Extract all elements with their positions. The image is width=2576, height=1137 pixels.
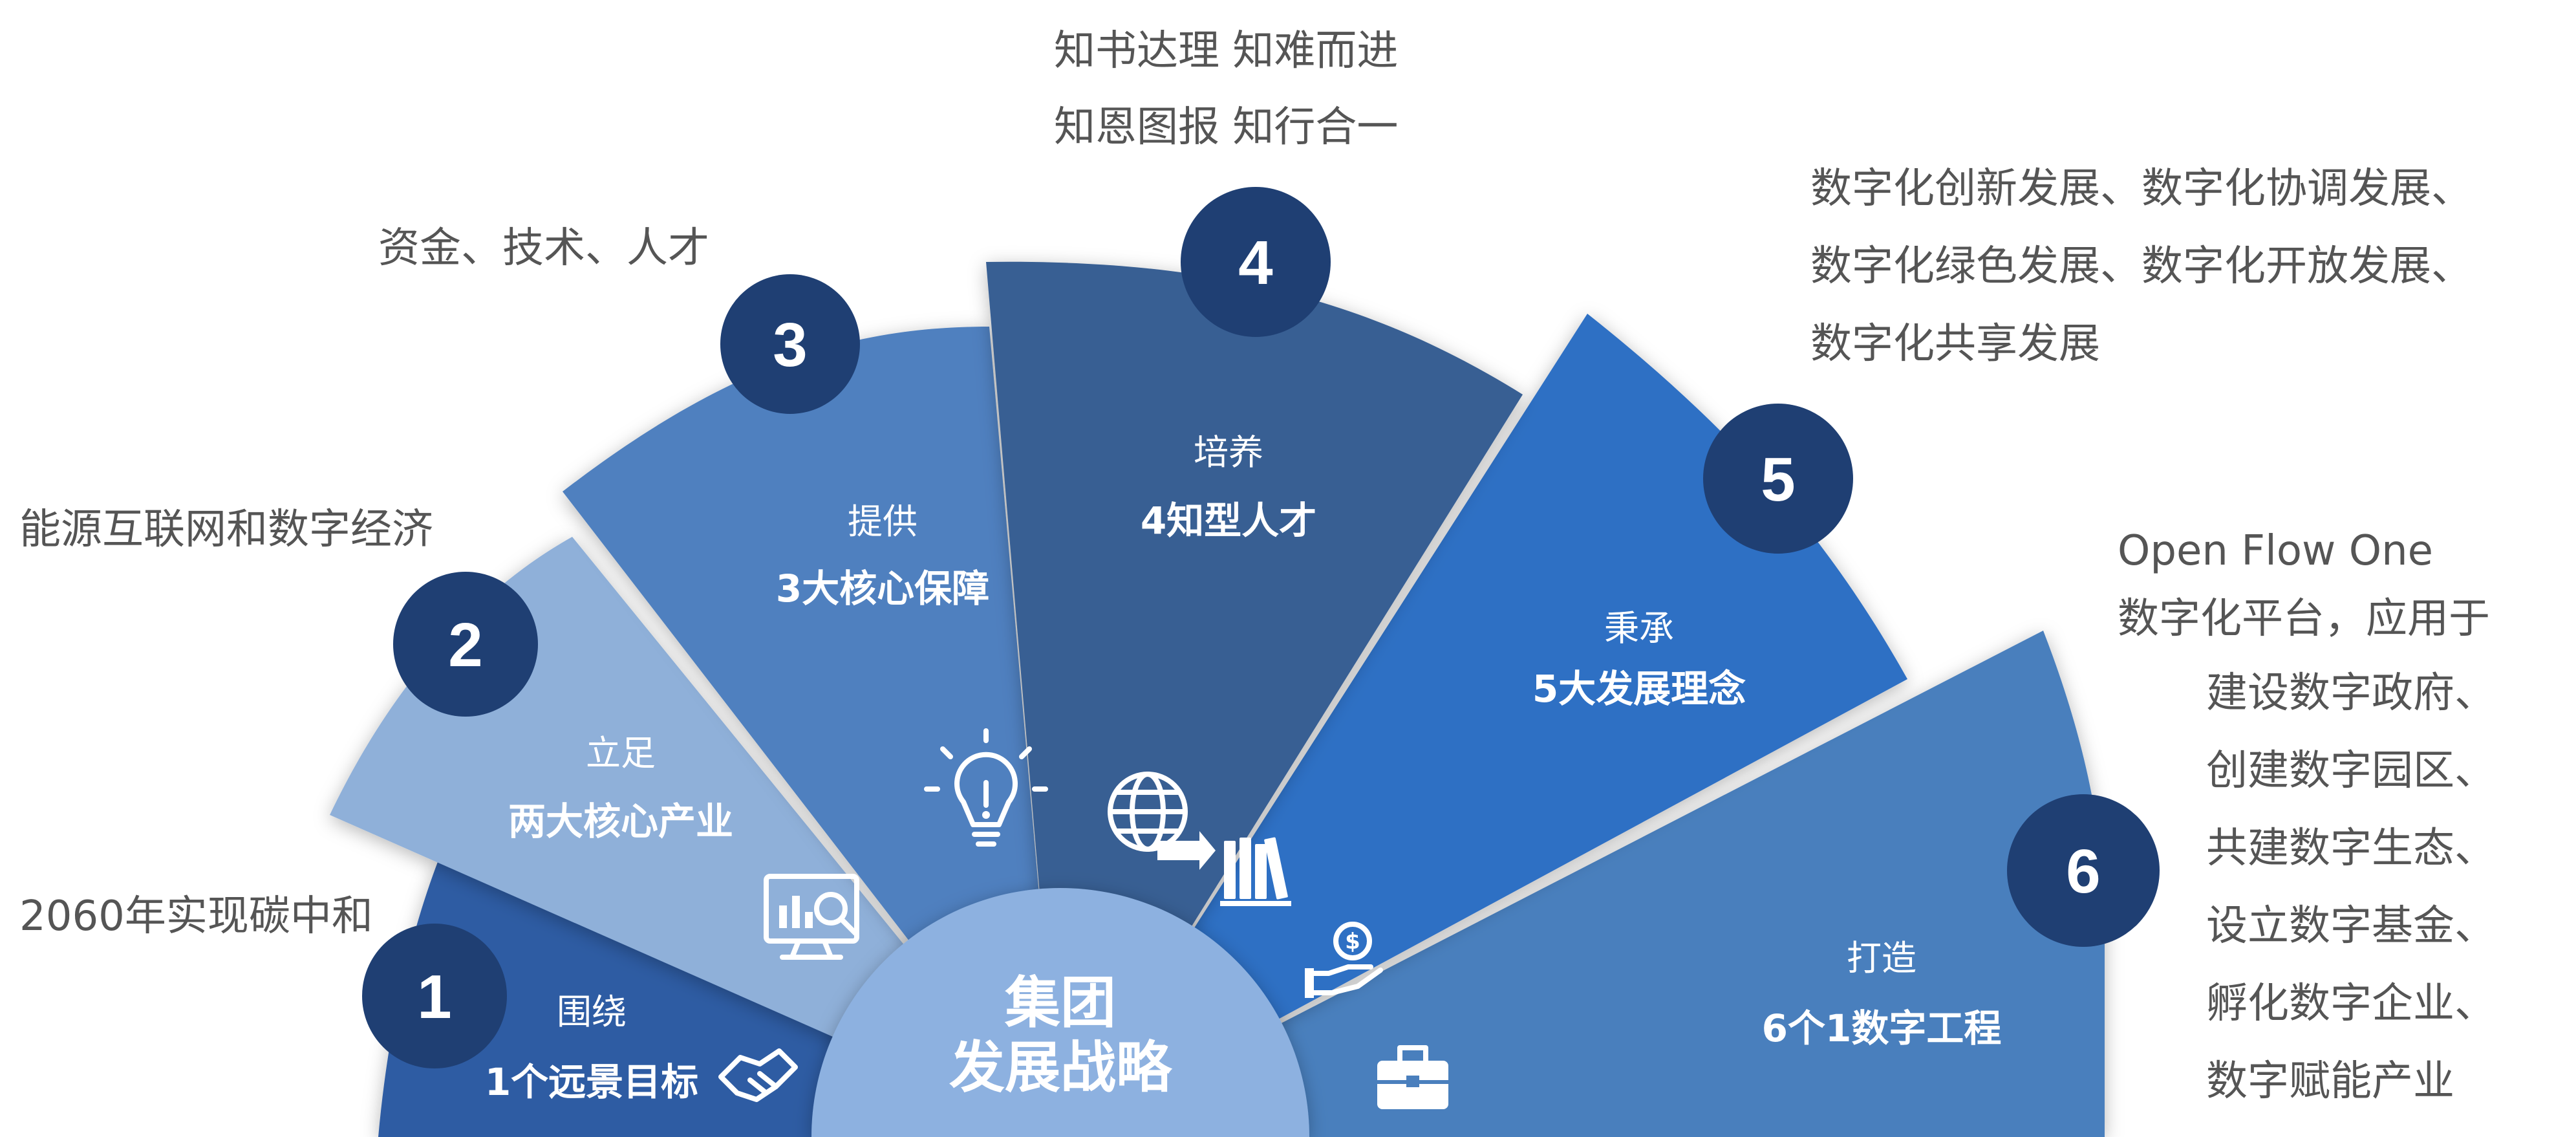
center-disc (811, 888, 1309, 1137)
segment-3-goal: 3大核心保障 (776, 567, 989, 611)
svg-text:6: 6 (2066, 837, 2100, 906)
center-title-line2: 发展战略 (949, 1035, 1173, 1100)
description-6-line6: 设立数字基金、 (2206, 902, 2496, 950)
svg-text:4: 4 (1238, 228, 1272, 298)
svg-text:1: 1 (417, 962, 451, 1032)
svg-text:$: $ (1345, 929, 1360, 955)
handshake-icon (718, 1048, 798, 1102)
segment-4-goal: 4知型人才 (1141, 499, 1316, 543)
segment-5-goal: 5大发展理念 (1532, 667, 1746, 711)
books-icon (1220, 837, 1291, 906)
lightbulb-icon (924, 728, 1048, 847)
svg-text:2: 2 (448, 611, 482, 680)
segment-1-verb: 围绕 (557, 991, 627, 1032)
segment-3-verb: 提供 (848, 501, 918, 542)
description-6-line7: 孵化数字企业、 (2206, 980, 2496, 1028)
description-2: 能源互联网和数字经济 (19, 506, 433, 554)
segment-6-verb: 打造 (1847, 938, 1916, 979)
globe-arrow-icon (1108, 772, 1216, 870)
description-6-line3: 建设数字政府、 (2206, 669, 2496, 717)
briefcase-icon (1377, 1045, 1448, 1109)
segment-2-goal: 两大核心产业 (508, 799, 733, 843)
description-6-line1: Open Flow One (2118, 527, 2433, 575)
segment-5 (1060, 314, 1907, 1137)
description-6-line8: 数字赋能产业 (2206, 1057, 2454, 1105)
segment-2-verb: 立足 (586, 733, 656, 774)
badge-2: 2 (393, 572, 538, 717)
segment-1-goal: 1个远景目标 (485, 1060, 698, 1104)
badge-1: 1 (362, 924, 507, 1068)
description-6-line2: 数字化平台，应用于 (2118, 595, 2490, 643)
segment-6-goal: 6个1数字工程 (1762, 1006, 2002, 1050)
badge-4: 4 (1181, 187, 1331, 337)
center-title-line1: 集团 (1004, 971, 1116, 1035)
description-3: 资金、技术、人才 (378, 224, 709, 272)
description-5-line1: 数字化创新发展、数字化协调发展、 (1810, 165, 2473, 213)
description-1: 2060年实现碳中和 (19, 893, 373, 940)
description-5-line3: 数字化共享发展 (1810, 320, 2100, 368)
monitor-analytics-icon (764, 874, 859, 960)
badge-5: 5 (1703, 404, 1853, 554)
description-4-line1: 知书达理 知难而进 (1054, 27, 1398, 75)
description-6-line5: 共建数字生态、 (2206, 825, 2496, 872)
money-hand-icon: $ (1305, 922, 1383, 998)
badge-3: 3 (720, 274, 860, 414)
svg-text:3: 3 (773, 310, 807, 380)
segment-5-verb: 秉承 (1604, 608, 1674, 649)
description-4-line2: 知恩图报 知行合一 (1054, 103, 1398, 151)
description-5-line2: 数字化绿色发展、数字化开放发展、 (1810, 243, 2473, 290)
badge-6: 6 (2007, 794, 2160, 947)
description-6-line4: 创建数字园区、 (2206, 747, 2496, 795)
segment-6 (1060, 631, 2105, 1137)
segment-4-verb: 培养 (1194, 432, 1263, 473)
svg-text:5: 5 (1761, 445, 1795, 514)
